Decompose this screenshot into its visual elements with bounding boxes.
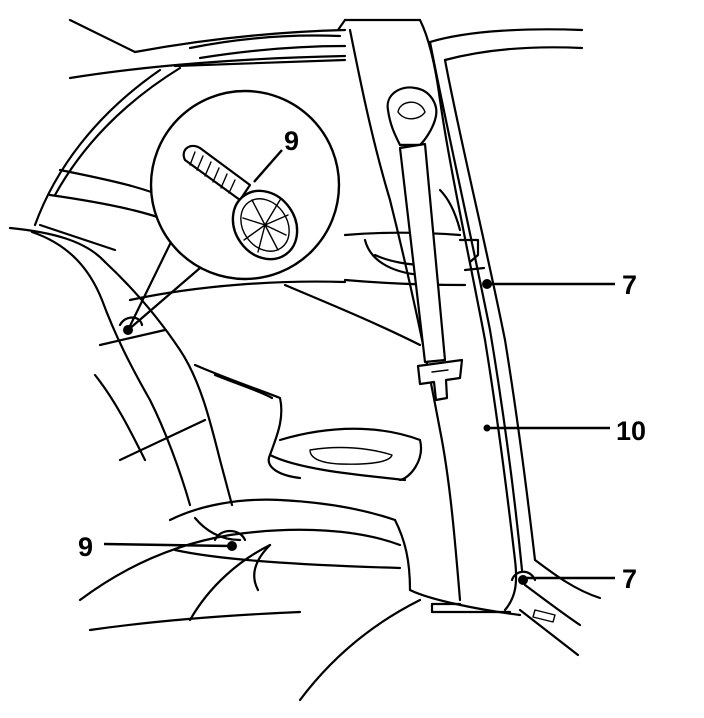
leader-clip-zoom (253, 149, 283, 183)
c-pillar-trim-panel (336, 18, 518, 614)
fastener-points (118, 279, 537, 585)
push-clip-icon (182, 144, 299, 261)
callout-fastener-lower: 7 (622, 564, 637, 594)
lower-fastener-dot (518, 575, 528, 585)
callout-clip-lower: 9 (78, 532, 93, 562)
belt-guide-bracket (438, 188, 486, 272)
callout-trim-panel: 10 (616, 416, 646, 446)
roof-headliner (68, 18, 347, 80)
leader-clip-lower (103, 542, 231, 548)
clip-detail-magnifier (126, 89, 341, 332)
seat-belt (386, 86, 464, 402)
callout-labels: 9 9 7 10 7 (78, 126, 646, 594)
rear-seat-cushion (78, 498, 522, 702)
rear-window-frame (428, 28, 602, 657)
package-tray (128, 231, 467, 482)
callout-clip-zoom: 9 (284, 126, 299, 156)
callout-fastener-upper: 7 (622, 270, 637, 300)
leader-lines (103, 149, 615, 580)
lower-clip-dot (227, 541, 237, 551)
